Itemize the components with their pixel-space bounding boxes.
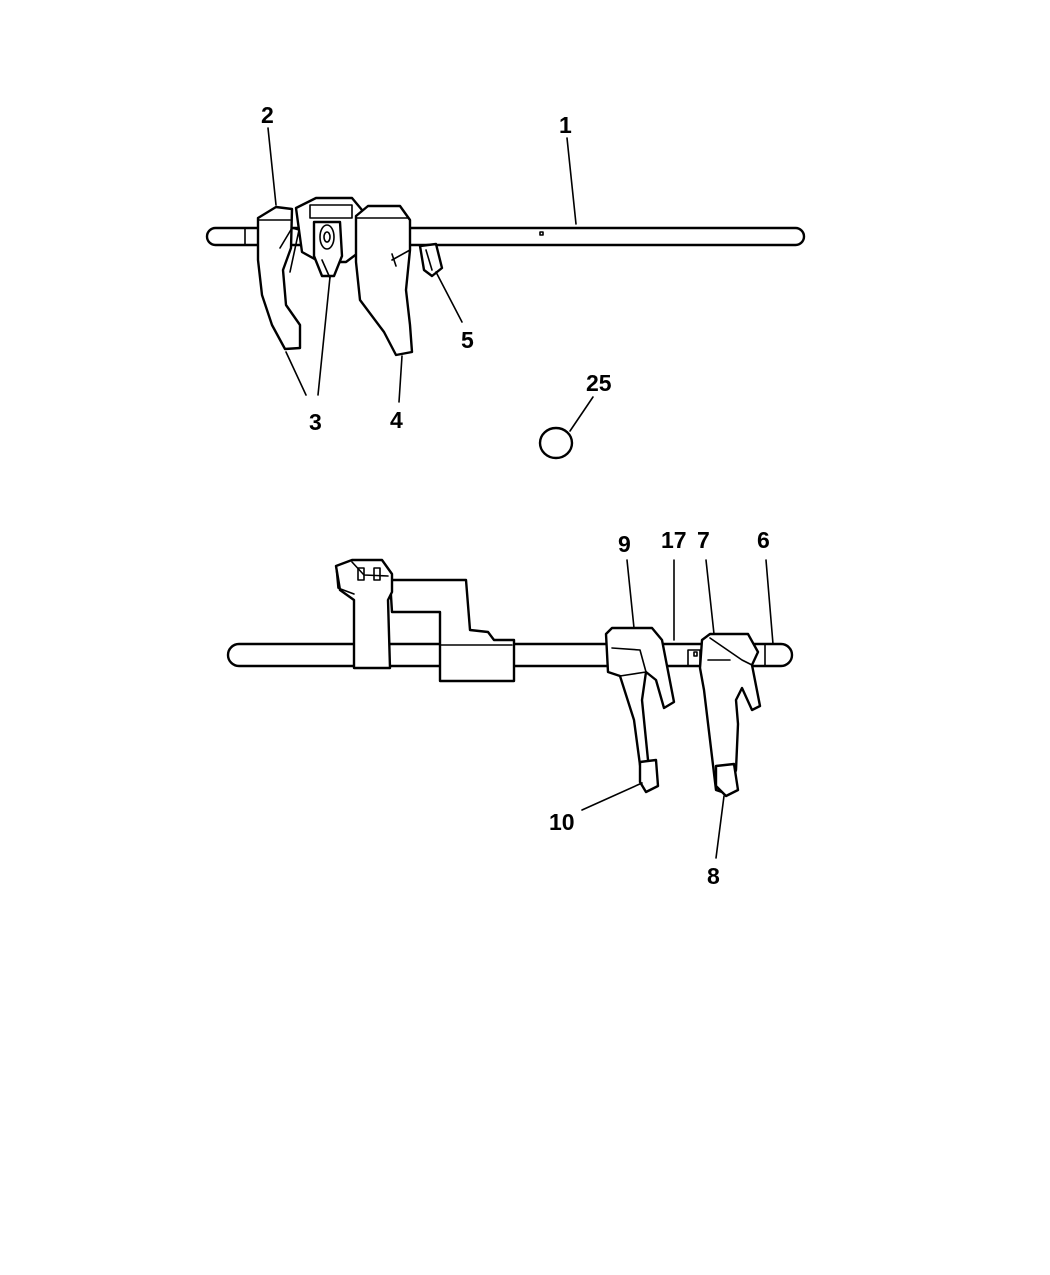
fork-pad-10 (638, 758, 660, 794)
lower-shift-rail-assembly (226, 558, 794, 798)
shift-fork-9 (604, 626, 676, 792)
callout-7: 7 (697, 527, 710, 553)
callout-5: 5 (461, 327, 474, 353)
callout-17: 17 (661, 527, 687, 553)
shift-fork-4 (354, 204, 414, 357)
shift-lug-block (334, 558, 394, 670)
callout-9: 9 (618, 531, 631, 557)
callout-25: 25 (586, 370, 612, 396)
callout-4: 4 (390, 407, 403, 433)
callout-6: 6 (757, 527, 770, 553)
callout-1: 1 (559, 112, 572, 138)
shift-fork-2 (256, 205, 302, 351)
rail-hole (539, 231, 544, 236)
callout-labels: 1 2 3 4 5 25 9 17 7 6 10 8 (261, 102, 770, 889)
callout-8: 8 (707, 863, 720, 889)
callout-3: 3 (309, 409, 322, 435)
retaining-clip-5 (418, 242, 444, 278)
shift-block-housing (388, 578, 516, 683)
detent-ball-25 (538, 426, 574, 460)
leader-lines (267, 127, 774, 859)
fork-pad-8 (714, 762, 740, 798)
callout-2: 2 (261, 102, 274, 128)
upper-shift-rail-assembly (205, 196, 806, 357)
callout-10: 10 (549, 809, 575, 835)
